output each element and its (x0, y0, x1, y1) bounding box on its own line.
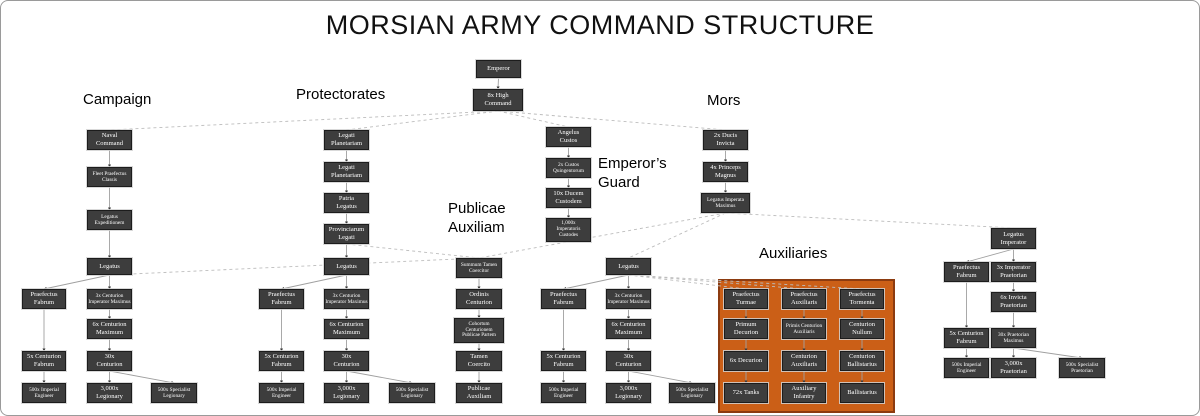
node-mg-5x: 5x Centurion Fabrum (541, 351, 586, 371)
node-mg-leg: Legatus (606, 258, 651, 275)
node-b1: Praefectus Auxiliaris (782, 289, 826, 309)
node-d1: Praefectus Tormenta (840, 289, 884, 309)
heading-auxiliaries: Auxiliaries (759, 245, 828, 262)
node-p-3x: 3x Centurion Imperator Maximus (324, 289, 369, 309)
node-mg-30x: 30x Centurion (606, 351, 651, 371)
node-pr-pf: Praefectus Fabrum (944, 262, 989, 282)
heading-publicae-auxiliam: Publicae Auxiliam (448, 200, 506, 236)
node-p-6x: 6x Centurion Maximum (324, 319, 369, 339)
node-mg-eng: 500x Imperial Engineer (541, 383, 586, 403)
heading-campaign: Campaign (83, 91, 152, 108)
node-c-legatus: Legatus (87, 258, 132, 275)
node-p-5x: 5x Centurion Fabrum (259, 351, 304, 371)
node-c-5x: 5x Centurion Fabrum (22, 351, 66, 371)
node-pub4: Tamen Coercito (456, 351, 502, 371)
node-d3: Centurion Ballistarius (840, 351, 884, 371)
node-mg-6x: 6x Centurion Maximum (606, 319, 651, 339)
node-c-3x: 3x Centurion Imperator Maximus (87, 289, 132, 309)
node-pr-spec: 500x Specialist Praetorian (1059, 358, 1105, 378)
node-c-pf: Praefectus Fabrum (22, 289, 66, 309)
node-p-patria: Patria Legatus (324, 193, 369, 213)
node-mg-spec: 500x Specialist Legionary (669, 383, 715, 403)
node-pub1: Summum Tamen Coercitor (456, 258, 502, 278)
node-high-command: 8x High Command (473, 89, 523, 111)
node-mg-leg3000: 3,000x Legionary (606, 383, 651, 403)
node-c-30x: 30x Centurion (87, 351, 132, 371)
node-pub3: Cohortum Centurionem Publicae Partem (454, 318, 504, 343)
node-p-spec: 500x Specialist Legionary (389, 383, 435, 403)
node-naval: Naval Command (87, 130, 132, 150)
node-c-leg3000: 3,000x Legionary (87, 383, 132, 403)
node-d2: Centurion Nullum (840, 319, 884, 339)
node-mg-3x: 3x Centurion Imperator Maximus (606, 289, 651, 309)
node-pr-6x: 6x Invicta Praetorian (991, 292, 1036, 312)
node-m1: 2x Ducis Invicta (703, 130, 748, 150)
node-mg-pf: Praefectus Fabrum (541, 289, 586, 309)
node-p-lp2: Legati Planetariam (324, 162, 369, 182)
node-b3: Centurion Auxiliaris (782, 351, 826, 371)
node-emperor: Emperor (476, 60, 521, 78)
node-b2: Primis Centurion Auxiliaris (782, 319, 826, 339)
node-a1: Praefectus Turmae (724, 289, 768, 309)
node-c-spec: 500x Specialist Legionary (151, 383, 197, 403)
node-d4: Ballistarius (840, 383, 884, 403)
node-p-30x: 30x Centurion (324, 351, 369, 371)
node-leg-exp: Legatus Expeditionem (87, 210, 132, 230)
heading-mors: Mors (707, 92, 741, 109)
node-pr-eng: 500x Imperial Engineer (944, 358, 989, 378)
node-a3: 6x Decurion (724, 351, 768, 371)
node-fleet: Fleet Praefectus Classis (87, 167, 132, 187)
node-pr-3000: 3,000x Praetorian (991, 358, 1036, 378)
node-p-lp1: Legati Planetariam (324, 130, 369, 150)
node-p-legatus: Legatus (324, 258, 369, 275)
node-m3: Legatus Imperata Maximus (701, 193, 750, 213)
node-pub5: Publicae Auxiliam (456, 383, 502, 403)
node-p-leg3000: 3,000x Legionary (324, 383, 369, 403)
node-a2: Primum Decurion (724, 319, 768, 339)
node-c-eng: 500x Imperial Engineer (22, 383, 66, 403)
node-m2: 4x Princeps Magnus (703, 162, 748, 182)
node-pr-li: Legatus Imperator (991, 228, 1036, 249)
node-a4: 72x Tanks (724, 383, 768, 403)
node-g1: Angelus Custos (546, 127, 591, 147)
node-p-pf: Praefectus Fabrum (259, 289, 304, 309)
node-pr-3x: 3x Imperator Praetorian (991, 262, 1036, 282)
heading-protectorates: Protectorates (296, 86, 386, 103)
heading-emperors-guard: Emperor’s Guard (598, 155, 667, 191)
node-pub2: Ordinis Centurion (456, 289, 502, 309)
node-g4: 1,000x Imperatoris Custodes (546, 218, 591, 242)
node-p-eng: 500x Imperial Engineer (259, 383, 304, 403)
page-title: MORSIAN ARMY COMMAND STRUCTURE (325, 10, 875, 40)
node-p-prov: Provinciarum Legati (324, 224, 369, 244)
node-g2: 2x Custos Quingentorum (546, 158, 591, 178)
node-pr-5x: 5x Centurion Fabrum (944, 328, 989, 348)
node-pr-30x: 30x Praetorian Maximus (991, 328, 1036, 348)
node-c-6x: 6x Centurion Maximum (87, 319, 132, 339)
node-g3: 10x Ducem Custodem (546, 188, 591, 208)
node-b4: Auxiliary Infantry (782, 383, 826, 403)
